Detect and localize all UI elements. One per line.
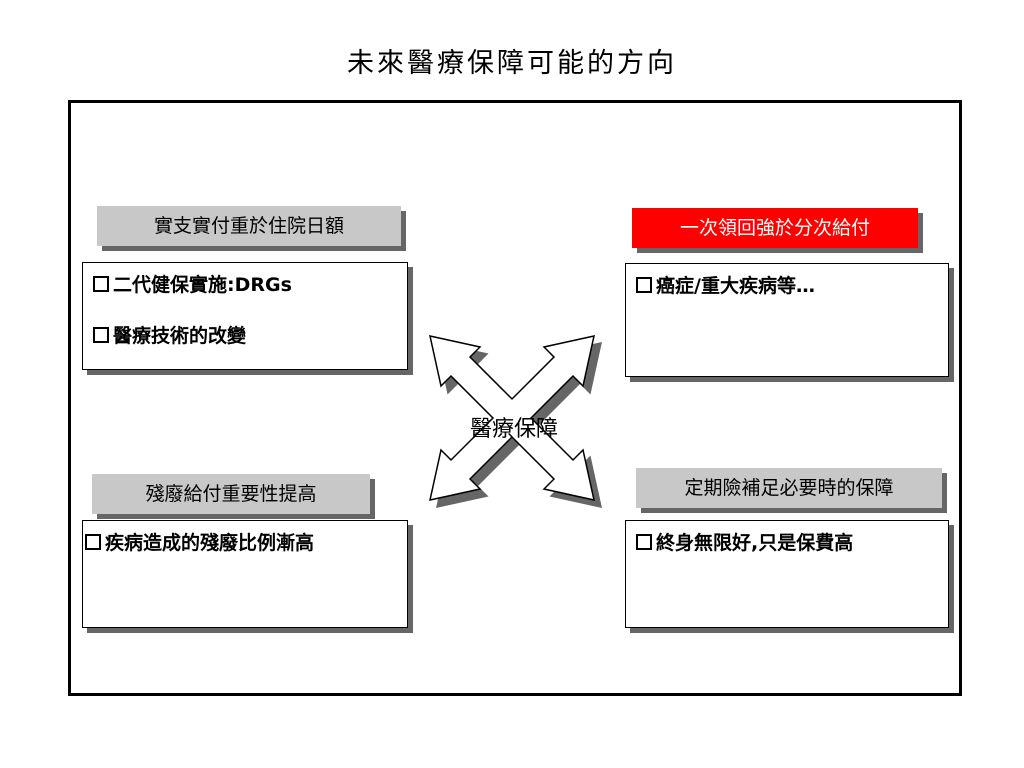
diagram-frame [68,100,962,696]
tag-top-right: 一次領回強於分次給付 [632,208,918,248]
box-top-right: 癌症/重大疾病等… [625,263,949,377]
page-title: 未來醫療保障可能的方向 [347,48,677,79]
checkbox-square-icon [85,534,101,550]
tag-bottom-right: 定期險補足必要時的保障 [636,468,942,508]
checkbox-square-icon [93,327,109,343]
checkbox-square-icon [636,534,652,550]
list-item: 疾病造成的殘廢比例漸高 [85,531,399,555]
checkbox-square-icon [93,276,109,292]
tag-top-left: 實支實付重於住院日額 [97,206,401,246]
list-item: 癌症/重大疾病等… [636,274,940,298]
checkbox-square-icon [636,277,652,293]
list-item: 終身無限好,只是保費高 [636,531,940,555]
list-item: 二代健保實施:DRGs [93,273,399,297]
box-bottom-left: 疾病造成的殘廢比例漸高 [82,520,408,628]
box-bottom-right: 終身無限好,只是保費高 [625,520,949,628]
center-label: 醫療保障 [469,417,558,442]
box-top-left: 二代健保實施:DRGs 醫療技術的改變 [82,262,408,370]
list-item: 醫療技術的改變 [93,324,399,348]
tag-bottom-left: 殘廢給付重要性提高 [92,474,370,514]
